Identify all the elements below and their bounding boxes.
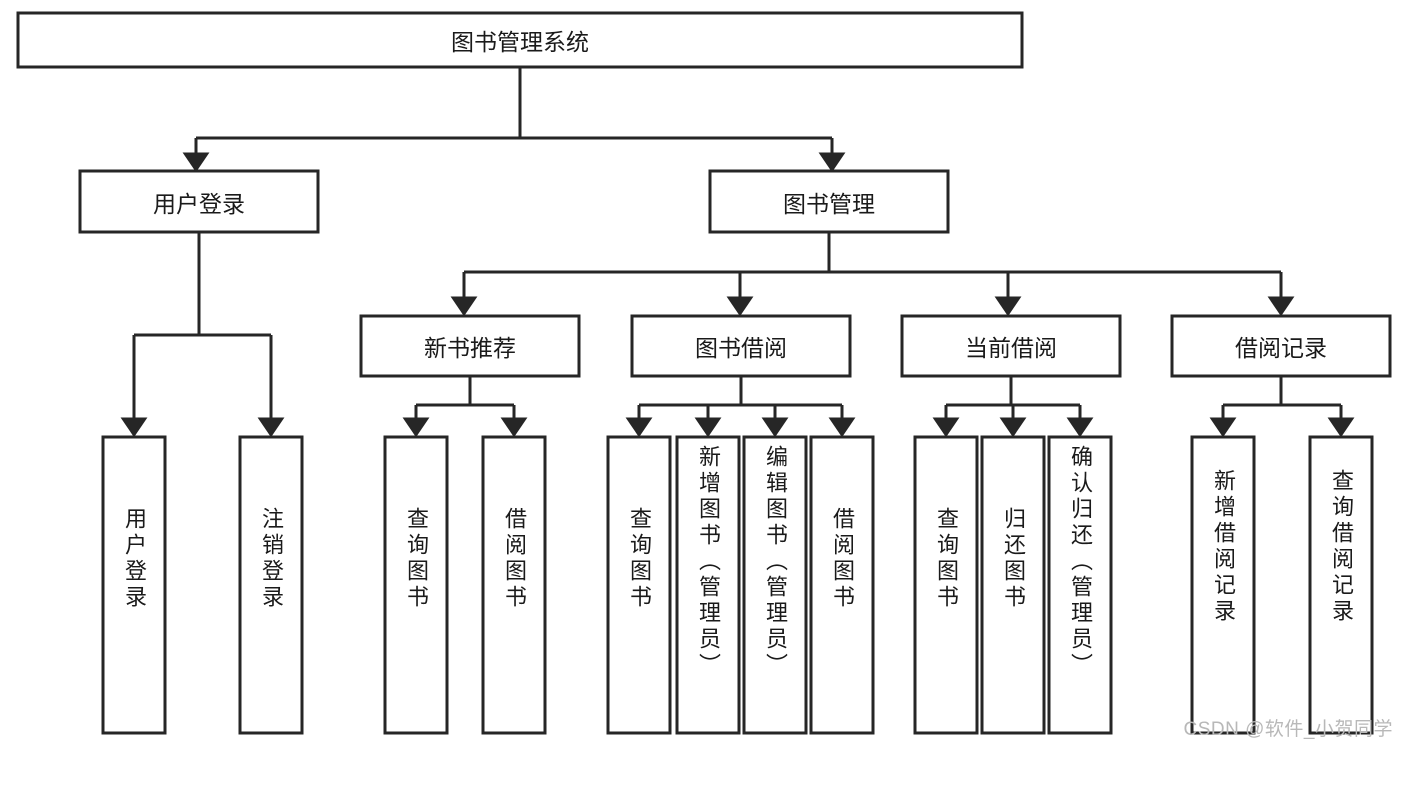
connector-group-book-borrow-to-leaves	[625, 376, 856, 438]
connector-group-new-book-recommend-to-leaves	[402, 376, 528, 438]
connector-group-borrow-record-to-leaves	[1209, 376, 1355, 438]
tree-diagram-svg	[16, 11, 1392, 735]
node-box-borrow-record[interactable]	[1170, 314, 1392, 378]
node-box-book-management[interactable]	[708, 169, 950, 234]
connector-group-user-login-to-leaves	[120, 232, 285, 438]
node-box-leaf-confirm-return[interactable]	[1047, 435, 1113, 735]
connector-group-current-borrow-to-leaves	[932, 376, 1094, 438]
diagram-canvas-root: 图书管理系统 用户登录 图书管理 新书推荐 图书借阅 当前借阅 借阅记录 用户登…	[16, 11, 1393, 740]
node-box-leaf-add-record[interactable]	[1190, 435, 1256, 735]
node-box-leaf-query-record[interactable]	[1308, 435, 1374, 735]
node-box-leaf-query-book-1[interactable]	[383, 435, 449, 735]
node-box-book-borrow[interactable]	[630, 314, 852, 378]
node-box-user-login[interactable]	[78, 169, 320, 234]
node-box-leaf-query-book-3[interactable]	[913, 435, 979, 735]
node-box-root[interactable]	[16, 11, 1024, 69]
node-box-current-borrow[interactable]	[900, 314, 1122, 378]
csdn-watermark: CSDN @软件_小贺同学	[1183, 719, 1393, 740]
connector-group-book-management-to-level3	[450, 232, 1295, 317]
node-box-leaf-return-book[interactable]	[980, 435, 1046, 735]
node-box-leaf-logout[interactable]	[238, 435, 304, 735]
node-box-leaf-edit-book[interactable]	[742, 435, 808, 735]
node-box-new-book-recommend[interactable]	[359, 314, 581, 378]
node-box-leaf-add-book[interactable]	[675, 435, 741, 735]
node-box-leaf-borrow-book-2[interactable]	[809, 435, 875, 735]
connector-group-root-to-level2	[182, 67, 846, 173]
node-box-leaf-user-login[interactable]	[101, 435, 167, 735]
node-box-leaf-query-book-2[interactable]	[606, 435, 672, 735]
node-box-leaf-borrow-book-1[interactable]	[481, 435, 547, 735]
